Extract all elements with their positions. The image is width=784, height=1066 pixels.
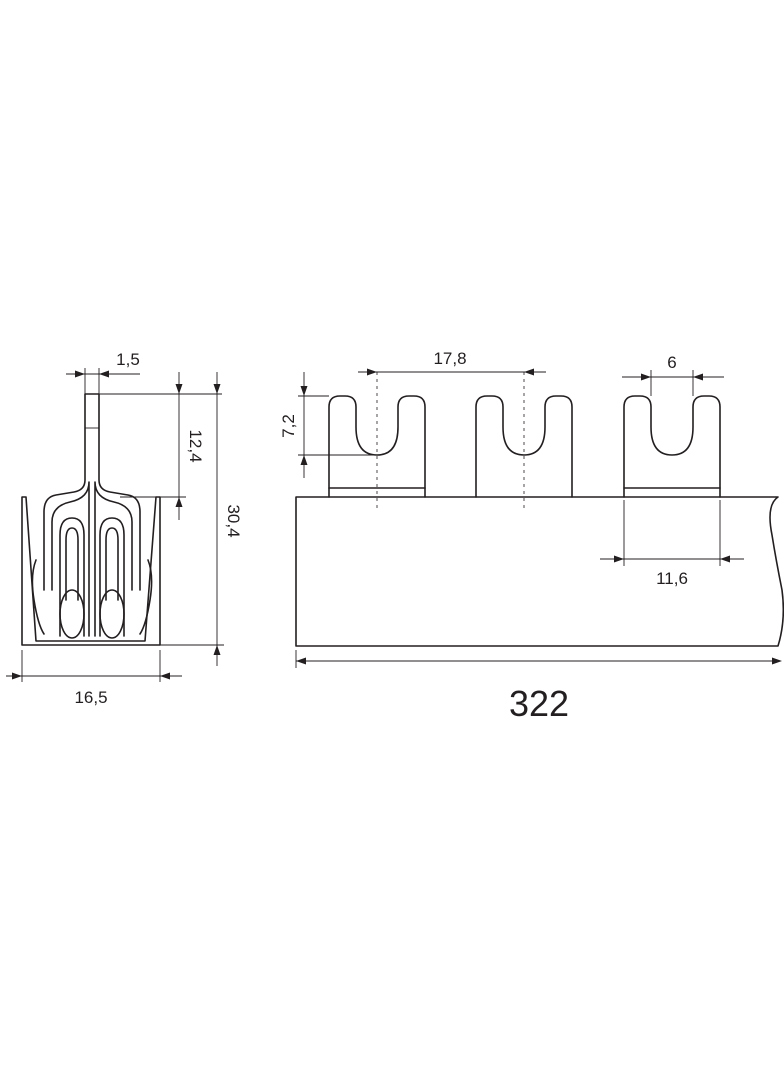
side-view-outer-contacts — [31, 559, 153, 635]
side-view-inner-branches — [51, 481, 133, 637]
dim-slot-width: 6 — [667, 353, 676, 372]
dim-fork-width: 11,6 — [656, 569, 688, 588]
dim-pitch: 17,8 — [433, 349, 466, 368]
side-view-pin — [43, 393, 141, 591]
front-view-dimensions: 17,8 6 7,2 11,6 322 — [279, 349, 782, 724]
dim-total-length: 322 — [509, 683, 569, 724]
front-view-bar — [295, 496, 784, 647]
side-view-lobe-left — [59, 589, 85, 639]
side-view-lobe-right — [99, 589, 125, 639]
dim-slot-depth: 7,2 — [279, 414, 298, 438]
front-view-fork-1 — [328, 395, 426, 498]
dim-total-height: 30,4 — [224, 504, 243, 537]
front-view-fork-3 — [623, 395, 721, 498]
side-view-dimensions: 1,5 12,4 30,4 16,5 — [6, 350, 243, 707]
dim-fork-thickness: 1,5 — [116, 350, 140, 369]
side-view — [21, 393, 161, 646]
front-view — [295, 372, 784, 647]
side-view-loops — [59, 517, 125, 637]
dim-pin-height: 12,4 — [186, 429, 205, 462]
dim-body-width: 16,5 — [74, 688, 107, 707]
front-view-fork-2 — [475, 395, 573, 498]
